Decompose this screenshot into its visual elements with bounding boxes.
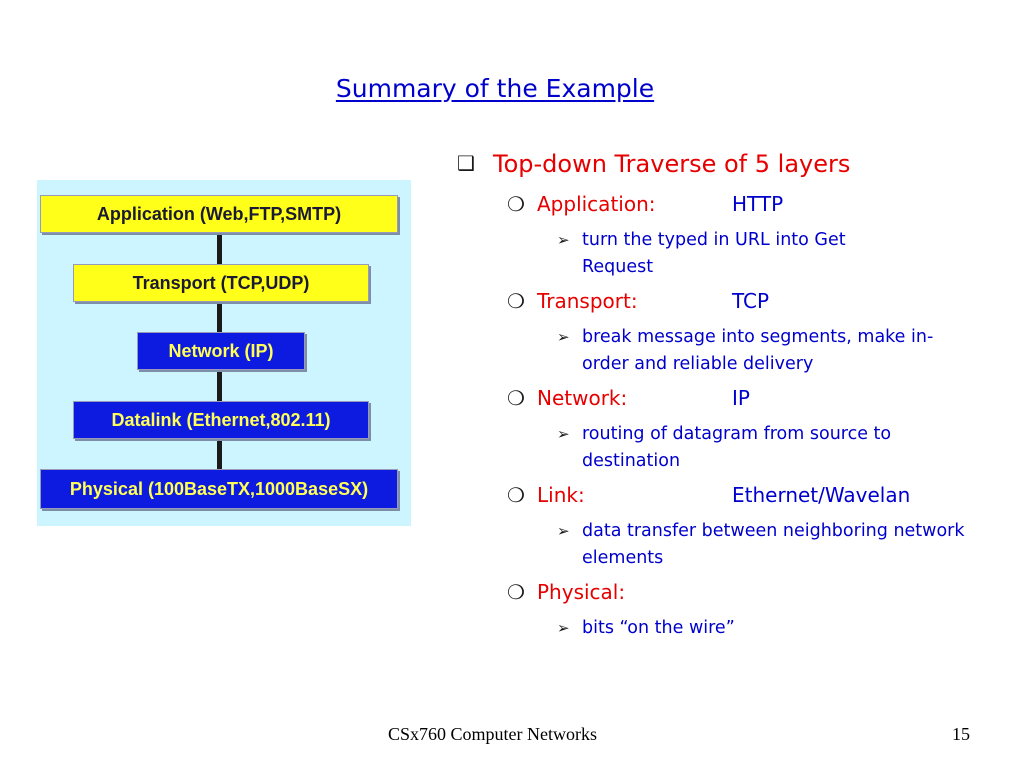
arrow-bullet-icon: ➢: [557, 328, 570, 346]
circle-bullet-icon: ❍: [507, 386, 525, 410]
bullet-label: Link:: [537, 483, 585, 507]
arrow-bullet-icon: ➢: [557, 522, 570, 540]
circle-bullet-icon: ❍: [507, 580, 525, 604]
bullet-value: IP: [732, 386, 750, 410]
layer-transport: Transport (TCP,UDP): [73, 264, 369, 302]
detail-application: ➢ turn the typed in URL into Get Request: [557, 227, 917, 281]
bullet-label: Application:: [537, 192, 656, 216]
detail-text: routing of datagram from source to desti…: [582, 424, 892, 471]
slide-number: 15: [952, 724, 970, 744]
bullet-value: HTTP: [732, 192, 784, 216]
detail-link: ➢ data transfer between neighboring netw…: [557, 518, 977, 572]
checkbox-bullet-icon: ❑: [457, 151, 475, 175]
bullet-label: Physical:: [537, 580, 626, 604]
arrow-bullet-icon: ➢: [557, 619, 570, 637]
layer-datalink: Datalink (Ethernet,802.11): [73, 401, 369, 439]
bullet-label: Network:: [537, 386, 628, 410]
detail-physical: ➢ bits “on the wire”: [557, 615, 977, 642]
bullet-label: Transport:: [537, 289, 638, 313]
circle-bullet-icon: ❍: [507, 483, 525, 507]
circle-bullet-icon: ❍: [507, 192, 525, 216]
detail-network: ➢ routing of datagram from source to des…: [557, 421, 977, 475]
circle-bullet-icon: ❍: [507, 289, 525, 313]
layer-network: Network (IP): [137, 332, 305, 370]
bullet-value: TCP: [732, 289, 770, 313]
footer-course-name: CSx760 Computer Networks: [388, 724, 597, 744]
slide-title: Summary of the Example: [335, 74, 655, 103]
detail-text: bits “on the wire”: [582, 618, 735, 638]
detail-text: turn the typed in URL into Get Request: [582, 230, 846, 277]
layer-application: Application (Web,FTP,SMTP): [40, 195, 398, 233]
arrow-bullet-icon: ➢: [557, 425, 570, 443]
bullet-value: Ethernet/Wavelan: [732, 483, 911, 507]
main-bullet-text: Top-down Traverse of 5 layers: [493, 150, 851, 178]
detail-text: break message into segments, make in-ord…: [582, 327, 934, 374]
layer-physical: Physical (100BaseTX,1000BaseSX): [40, 469, 398, 509]
detail-text: data transfer between neighboring networ…: [582, 521, 965, 568]
arrow-bullet-icon: ➢: [557, 231, 570, 249]
detail-transport: ➢ break message into segments, make in-o…: [557, 324, 957, 378]
